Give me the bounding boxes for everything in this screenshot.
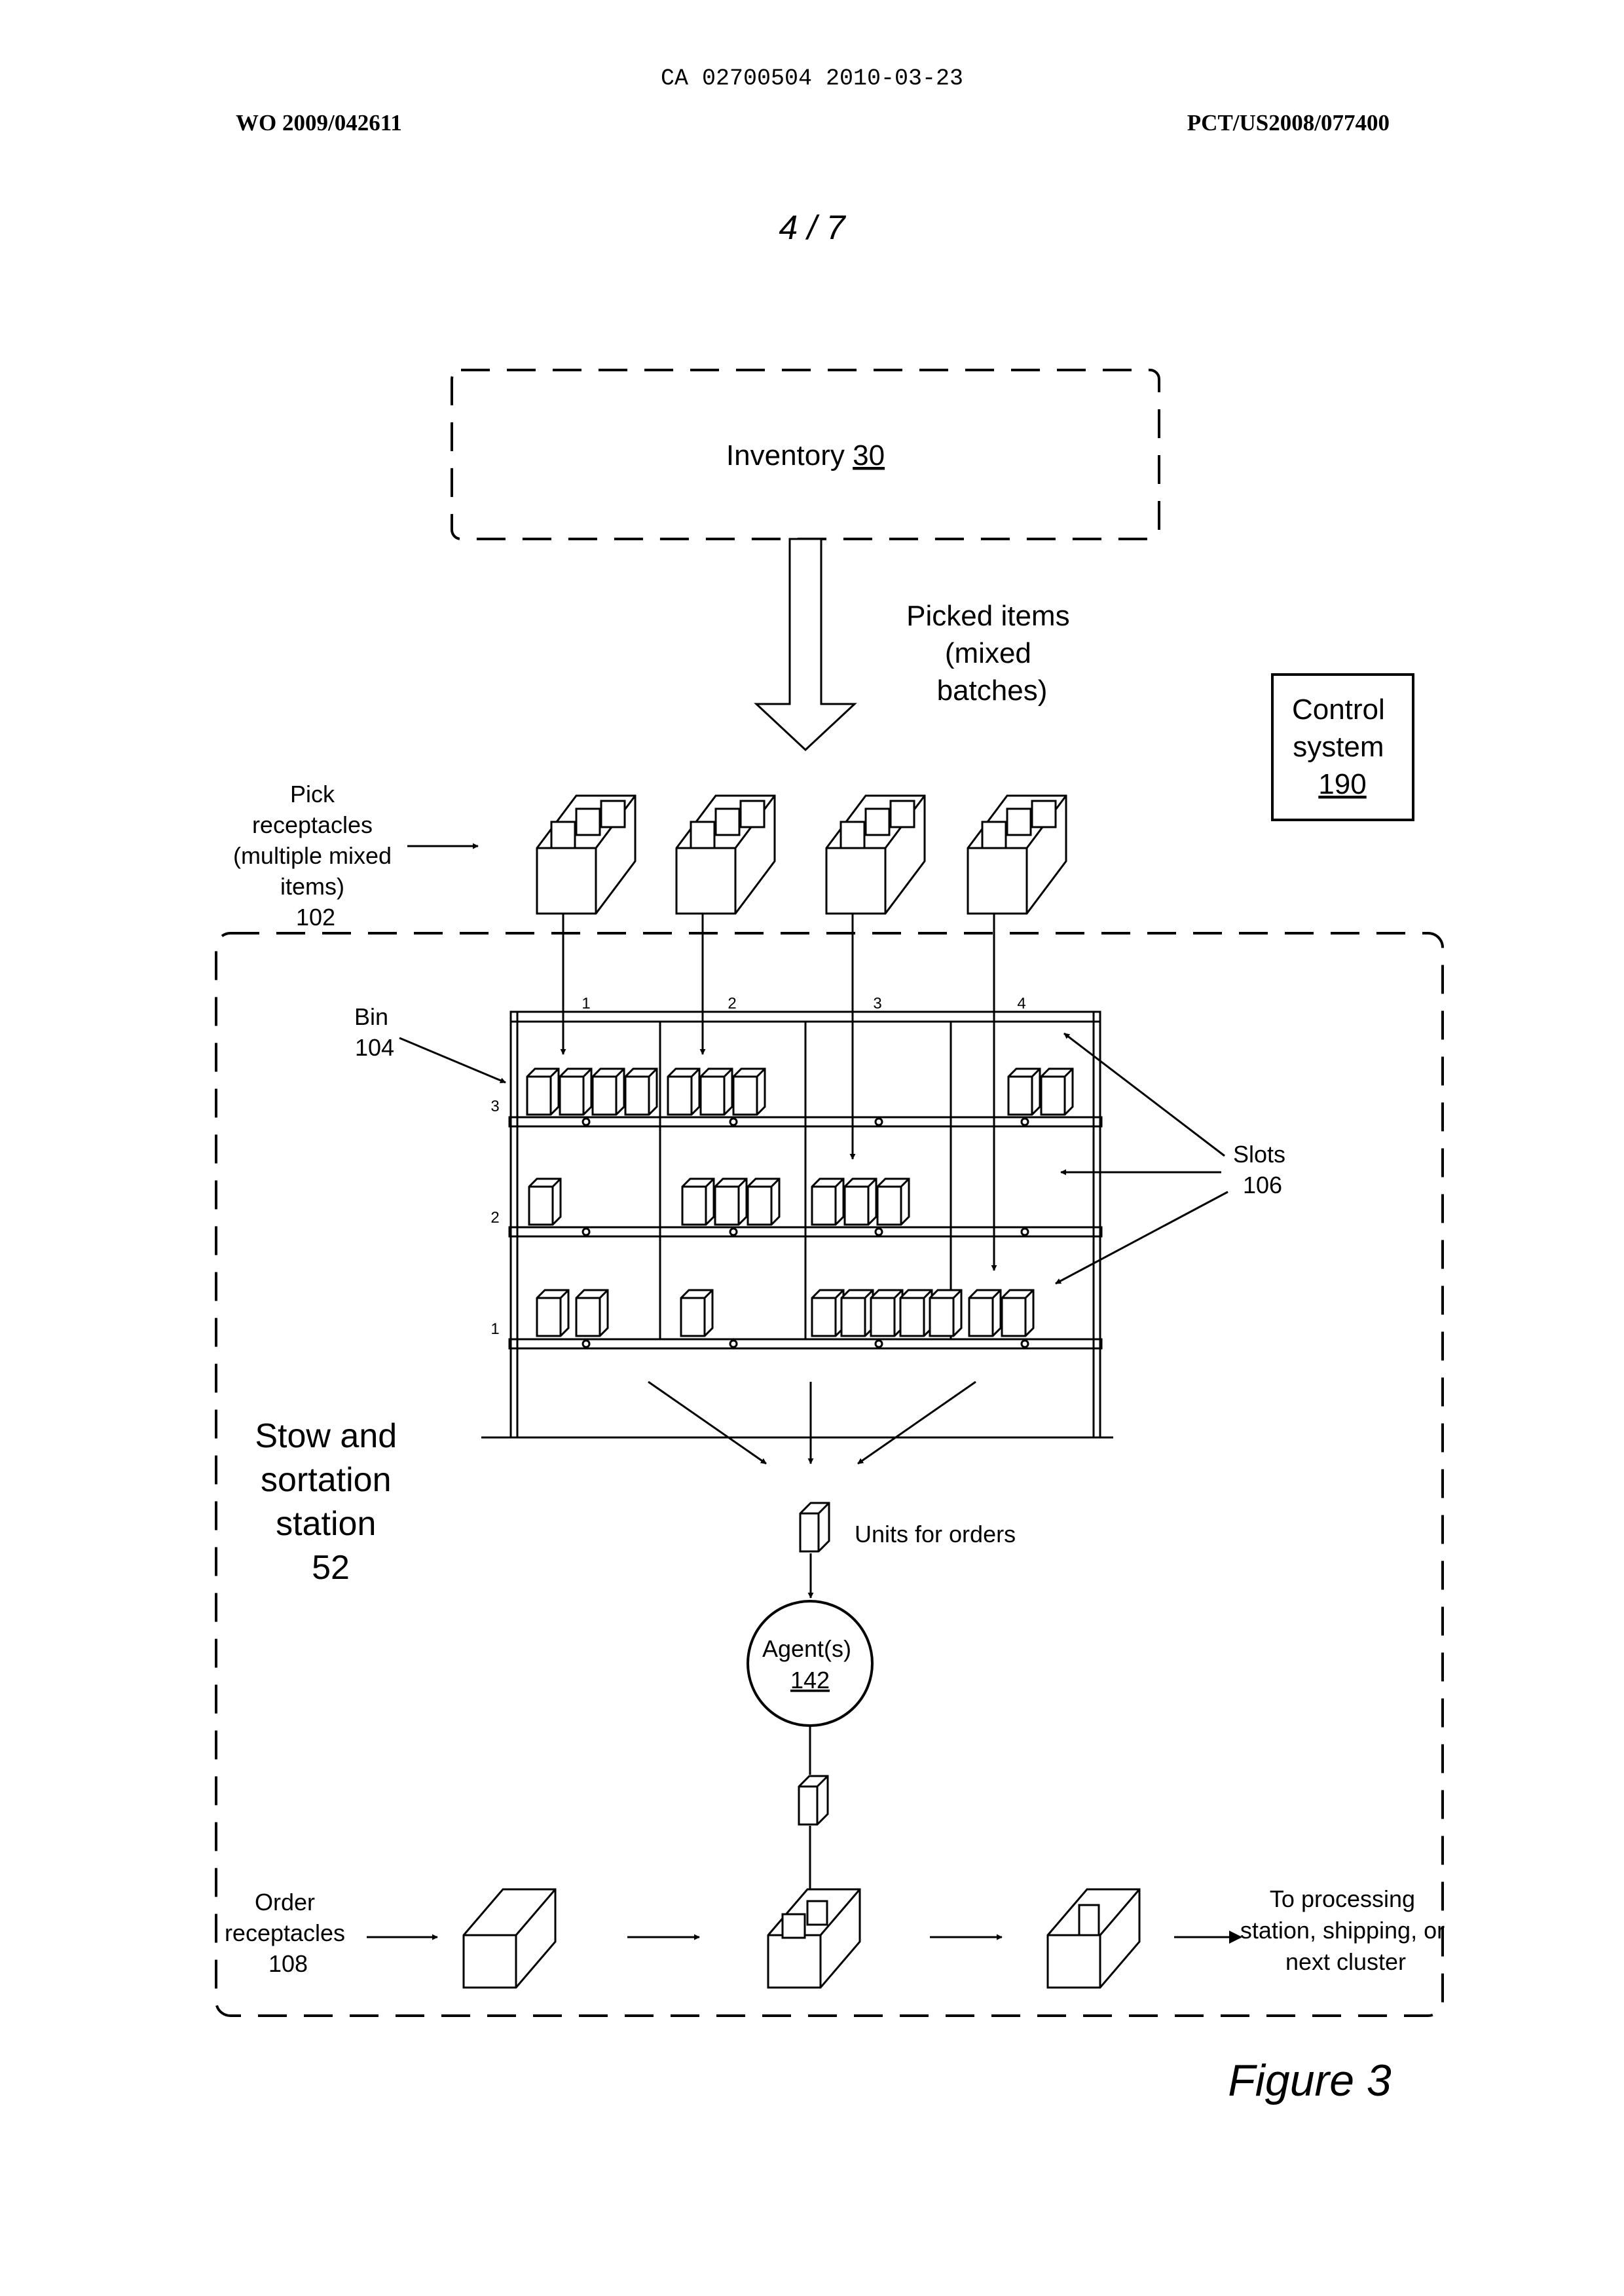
- inventory-label: Inventory 30: [726, 439, 885, 472]
- order-receptacle-empty: [464, 1889, 555, 1988]
- slot-item: [812, 1290, 843, 1336]
- column-label: 4: [1017, 995, 1025, 1012]
- slot-item: [969, 1290, 1001, 1336]
- row-label: 1: [490, 1320, 499, 1338]
- picked-items-label: Picked items (mixed batches): [906, 600, 1078, 707]
- bin-pointer: [399, 1038, 506, 1083]
- slot-item: [877, 1179, 909, 1225]
- slot-item: [701, 1069, 732, 1115]
- inventory-box: Inventory 30: [452, 370, 1159, 539]
- picked-items-arrow: [756, 539, 855, 750]
- slot-item: [527, 1069, 559, 1115]
- column-label: 3: [873, 995, 881, 1012]
- units-for-orders-label: Units for orders: [855, 1521, 1016, 1547]
- slot-item: [1008, 1069, 1040, 1115]
- pick-receptacle: [537, 796, 635, 914]
- pick-receptacles: [537, 796, 1066, 914]
- slot-item: [930, 1290, 961, 1336]
- slot-item: [681, 1290, 712, 1336]
- slot-item: [560, 1069, 591, 1115]
- column-label: 1: [581, 995, 590, 1012]
- slot-item: [668, 1069, 699, 1115]
- row-label: 2: [490, 1209, 499, 1227]
- bin-label: Bin 104: [354, 1003, 395, 1061]
- slot-item: [715, 1179, 747, 1225]
- unit-item: [800, 1503, 829, 1551]
- svg-text:Agent(s) 142: Agent(s) 142: [762, 1635, 858, 1694]
- slot-item: [845, 1179, 876, 1225]
- slot-item: [537, 1290, 568, 1336]
- slot-item: [1002, 1290, 1033, 1336]
- control-system-box: Control system 190: [1272, 675, 1413, 820]
- pick-receptacle: [826, 796, 925, 914]
- slot-item: [1041, 1069, 1073, 1115]
- row-label: 3: [490, 1098, 499, 1115]
- slot-item: [576, 1290, 608, 1336]
- order-receptacle-filled: [1048, 1889, 1139, 1988]
- pick-receptacle: [968, 796, 1066, 914]
- column-label: 2: [728, 995, 736, 1012]
- slots-label: Slots 106: [1233, 1141, 1292, 1198]
- slot-item: [625, 1069, 657, 1115]
- bin-grid-labels: 1 2 3 4 3 2 1: [490, 995, 1025, 1338]
- pick-receptacles-label: Pick receptacles (multiple mixed items) …: [233, 781, 398, 931]
- converging-arrows: [648, 1382, 976, 1464]
- slot-items: [527, 1069, 1073, 1336]
- slot-item: [733, 1069, 765, 1115]
- slot-item: [593, 1069, 624, 1115]
- slot-item: [812, 1179, 843, 1225]
- slot-item: [748, 1179, 779, 1225]
- slot-item: [841, 1290, 873, 1336]
- figure-label: Figure 3: [1228, 2056, 1392, 2105]
- destination-label: To processing station, shipping, or next…: [1240, 1885, 1451, 1975]
- svg-text:Control system: Control system 190: [1292, 694, 1393, 800]
- pick-receptacle: [676, 796, 775, 914]
- unit-item: [799, 1776, 828, 1824]
- order-receptacles: [464, 1889, 1139, 1988]
- slot-item: [682, 1179, 714, 1225]
- order-receptacles-label: Order receptacles 108: [225, 1889, 352, 1977]
- slots-pointers: [1056, 1033, 1228, 1284]
- slot-item: [529, 1179, 561, 1225]
- station-label: Stow and sortation station 52: [255, 1417, 406, 1587]
- slot-item: [871, 1290, 902, 1336]
- agent-node: Agent(s) 142: [748, 1601, 872, 1726]
- slot-item: [900, 1290, 932, 1336]
- order-receptacle-partial: [768, 1889, 860, 1988]
